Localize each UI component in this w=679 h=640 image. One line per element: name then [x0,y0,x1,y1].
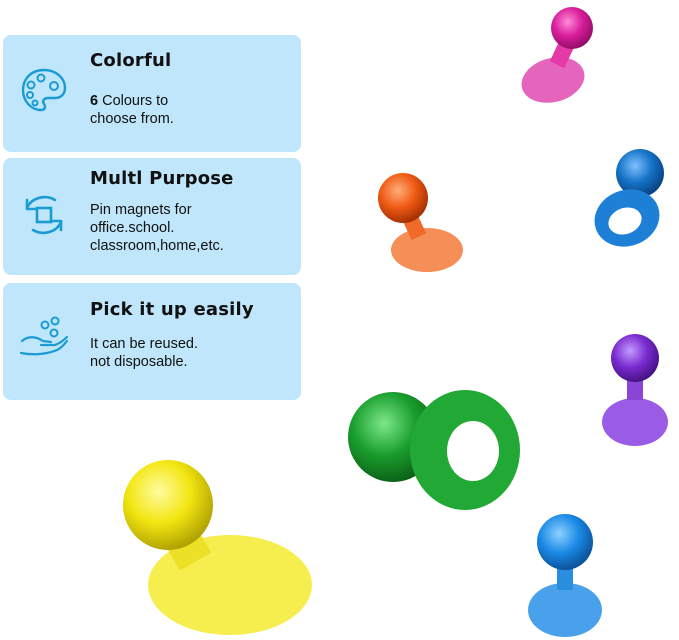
feature-title: Multl Purpose [90,168,234,189]
magnet-yellow-image [123,460,312,635]
feature-description: 6 Colours to choose from. [90,92,174,128]
desc-line: choose from. [90,111,174,127]
feature-card-colorful: Colorful 6 Colours to choose from. [3,35,301,152]
magnet-light-blue-image [528,514,602,637]
feature-description: Pin magnets for office.school. classroom… [90,201,224,255]
feature-description: It can be reused. not disposable. [90,335,198,371]
feature-title: Colorful [90,50,172,71]
magnet-magenta-image [521,7,593,103]
magnet-green-image [348,390,520,510]
magnet-blue-image [594,149,664,247]
magnet-orange-image [378,173,463,272]
desc-line: Pin magnets for [90,202,192,218]
count-value: 6 [90,93,99,109]
magnet-purple-image [602,334,668,446]
desc-line: not disposable. [90,354,188,370]
feature-title: Pick it up easily [90,299,254,320]
desc-line: It can be reused. [90,336,199,352]
desc-line: classroom,home,etc. [90,238,224,254]
hand-bubbles-icon [19,316,69,356]
palette-icon [21,68,67,112]
desc-line: Colours to [102,93,169,109]
feature-card-multi-purpose: Multl Purpose Pin magnets for office.sch… [3,158,301,275]
desc-line: office.school. [90,220,175,236]
feature-card-pick-up: Pick it up easily It can be reused. not … [3,283,301,400]
rotate-square-icon [25,195,63,235]
